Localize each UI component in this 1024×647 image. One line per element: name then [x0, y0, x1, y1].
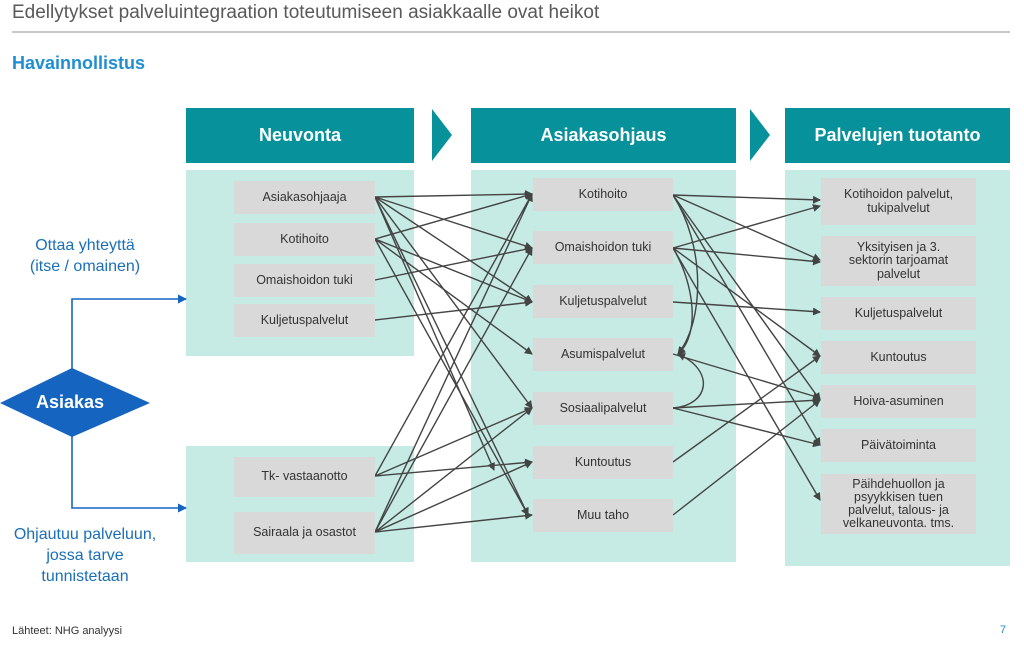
neuvonta-omaishoidon-tuki: Omaishoidon tuki [234, 264, 375, 297]
page-number: 7 [1000, 624, 1007, 636]
tuotanto-yksityisen-ja-3-sektorin: Yksityisen ja 3. sektorin tarjoamat palv… [821, 236, 976, 286]
neuvonta-kotihoito: Kotihoito [234, 223, 375, 256]
ottaa-yhteytta-label: Ottaa yhteyttä (itse / omainen) [29, 237, 141, 275]
asiakas-diamond [0, 368, 150, 437]
title-divider [12, 31, 1010, 33]
tuotanto-kotihoidon-palvelut: Kotihoidon palvelut, tukipalvelut [821, 178, 976, 225]
ohjaus-muu-taho: Muu taho [533, 499, 673, 532]
page-subtitle: Havainnollistus [12, 53, 146, 73]
chevron-right-icon [750, 109, 770, 161]
neuvonta-kuljetuspalvelut: Kuljetuspalvelut [234, 304, 375, 337]
tuotanto-hoiva-asuminen: Hoiva-asuminen [821, 385, 976, 418]
ohjaus-kuntoutus: Kuntoutus [533, 446, 673, 479]
tuotanto-paivatoiminta: Päivätoiminta [821, 429, 976, 462]
ohjaus-kuljetuspalvelut: Kuljetuspalvelut [533, 285, 673, 318]
asiakas-label: Asiakas [36, 392, 105, 412]
header-tuotanto: Palvelujen tuotanto [785, 108, 1010, 163]
header-asiakasohjaus: Asiakasohjaus [471, 108, 736, 163]
sairaala-ja-osastot: Sairaala ja osastot [234, 512, 375, 554]
ohjautuu-palveluun-label: Ohjautuu palveluun, jossa tarve tunniste… [13, 526, 157, 585]
source-note: Lähteet: NHG analyysi [12, 625, 123, 637]
chevron-right-icon [432, 109, 452, 161]
tuotanto-kuljetuspalvelut: Kuljetuspalvelut [821, 297, 976, 330]
ohjaus-sosiaalipalvelut: Sosiaalipalvelut [533, 392, 673, 425]
ohjaus-kotihoito: Kotihoito [533, 178, 673, 211]
tuotanto-paihdehuolto: Päihdehuollon ja psyykkisen tuen palvelu… [821, 474, 976, 534]
tuotanto-kuntoutus: Kuntoutus [821, 341, 976, 374]
neuvonta-asiakasohjaaja: Asiakasohjaaja [234, 181, 375, 214]
header-neuvonta: Neuvonta [186, 108, 414, 163]
ohjaus-asumispalvelut: Asumispalvelut [533, 338, 673, 371]
page-title: Edellytykset palveluintegraation toteutu… [12, 2, 600, 23]
ohjaus-omaishoidon-tuki: Omaishoidon tuki [533, 231, 673, 264]
tk-vastaanotto: Tk- vastaanotto [234, 457, 375, 497]
